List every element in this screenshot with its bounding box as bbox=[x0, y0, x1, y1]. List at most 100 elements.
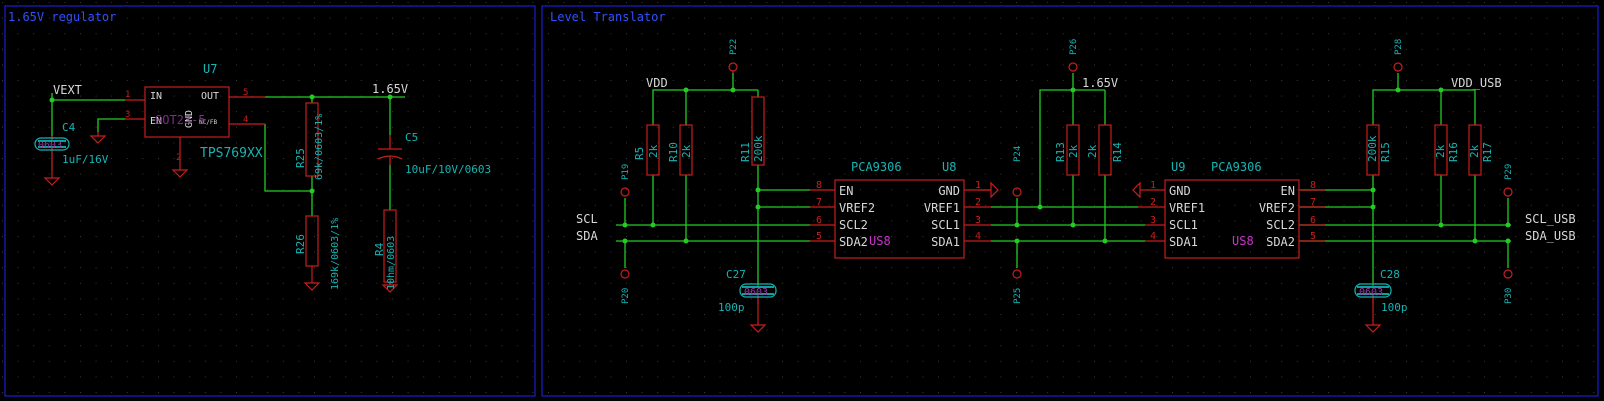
testpoint-p29[interactable]: P29 bbox=[1503, 164, 1514, 197]
r15-resistor[interactable]: 200k R15 bbox=[1366, 124, 1392, 176]
r4-ref: R4 bbox=[373, 242, 386, 256]
r15-value: 200k bbox=[1366, 135, 1379, 162]
testpoint-p25[interactable]: P25 bbox=[1012, 269, 1023, 304]
r25-value: 69k/0603/1% bbox=[314, 114, 325, 180]
testpoint-p20[interactable]: P20 bbox=[620, 269, 631, 304]
u8-ref: U8 bbox=[942, 160, 956, 174]
r26-ref: R26 bbox=[294, 234, 307, 254]
c4-capacitor[interactable]: 0603 C4 1uF/16V bbox=[34, 121, 109, 170]
r26-resistor[interactable]: R26 169k/0603/1% bbox=[294, 215, 341, 290]
wire-en bbox=[97, 118, 125, 132]
c28-capacitor[interactable]: 0603 C28 100p bbox=[1354, 268, 1408, 314]
r5-ref: R5 bbox=[633, 147, 646, 160]
r10-value: 2k bbox=[680, 144, 693, 158]
r4-value: 10hm/0603 bbox=[386, 236, 397, 290]
r26-value: 169k/0603/1% bbox=[330, 218, 341, 290]
net-vdd: VDD bbox=[646, 76, 668, 90]
u7-pin-num-4: 4 bbox=[243, 115, 248, 125]
r11-value: 200k bbox=[752, 135, 765, 162]
u9-pca9306[interactable]: U9 PCA9306 US8 GND VREF1 SCL1 SDA1 EN VR… bbox=[1138, 160, 1325, 259]
r11-resistor[interactable]: R11 200k bbox=[739, 96, 765, 166]
c27-value: 100p bbox=[718, 301, 745, 314]
u8-pin-sda1: SDA1 bbox=[931, 235, 960, 249]
p22-ref: P22 bbox=[729, 39, 739, 55]
c5-capacitor[interactable]: C5 10uF/10V/0603 bbox=[377, 131, 491, 176]
gnd-u9 bbox=[1132, 181, 1145, 199]
r17-resistor[interactable]: 2k R17 bbox=[1468, 124, 1494, 176]
p20-ref: P20 bbox=[621, 288, 631, 304]
net-sda: SDA bbox=[576, 229, 598, 243]
testpoint-p26[interactable]: P26 bbox=[1068, 39, 1079, 72]
u7-regulator[interactable]: U7 TPS769XX IN OUT EN NC/FB GND SOT23-5 … bbox=[125, 62, 265, 168]
wire-165-bus bbox=[1039, 89, 1105, 207]
r14-ref: R14 bbox=[1111, 142, 1124, 162]
u7-pin-gnd: GND bbox=[184, 110, 195, 128]
testpoint-p30[interactable]: P30 bbox=[1503, 269, 1514, 304]
u8-pin-num-5: 5 bbox=[816, 231, 822, 242]
u8-pin-num-4: 4 bbox=[975, 231, 981, 242]
c4-package: 0603 bbox=[38, 140, 62, 151]
u8-value: PCA9306 bbox=[851, 160, 902, 174]
u8-pin-num-8: 8 bbox=[816, 180, 822, 191]
net-vdd-usb: VDD_USB bbox=[1451, 76, 1502, 90]
testpoint-p19[interactable]: P19 bbox=[620, 164, 631, 197]
u8-unit: US8 bbox=[869, 234, 891, 248]
u8-pin-gnd: GND bbox=[938, 184, 960, 198]
r16-resistor[interactable]: 2k R16 bbox=[1434, 124, 1460, 176]
r14-resistor[interactable]: 2k R14 bbox=[1086, 124, 1124, 176]
gnd-c27 bbox=[749, 305, 767, 333]
r10-resistor[interactable]: R10 2k bbox=[667, 124, 693, 176]
u9-pin-num-2: 2 bbox=[1150, 197, 1156, 208]
wire-vdd-bus bbox=[652, 89, 758, 125]
r15-ref: R15 bbox=[1379, 142, 1392, 162]
r14-value: 2k bbox=[1086, 144, 1099, 158]
p29-ref: P29 bbox=[1504, 164, 1514, 180]
net-165v-trans: 1.65V bbox=[1082, 76, 1118, 90]
testpoint-p24[interactable]: P24 bbox=[1012, 146, 1023, 197]
translator-frame-title: Level Translator bbox=[550, 10, 666, 24]
testpoint-p22[interactable]: P22 bbox=[728, 39, 739, 73]
wire-fb bbox=[264, 124, 312, 192]
junctions bbox=[49, 87, 1511, 244]
u9-pin-vref2: VREF2 bbox=[1259, 201, 1295, 215]
r13-resistor[interactable]: R13 2k bbox=[1054, 124, 1080, 176]
translator-frame: Level Translator bbox=[541, 5, 1599, 397]
u8-pca9306[interactable]: PCA9306 U8 US8 EN VREF2 SCL2 SDA2 GND VR… bbox=[810, 160, 991, 259]
c27-package: 0603 bbox=[744, 287, 768, 298]
u7-ref: U7 bbox=[203, 62, 217, 76]
p25-ref: P25 bbox=[1013, 288, 1023, 304]
u8-pin-num-6: 6 bbox=[816, 215, 822, 226]
r25-ref: R25 bbox=[294, 148, 307, 168]
c5-value: 10uF/10V/0603 bbox=[405, 163, 491, 176]
u9-ref: U9 bbox=[1171, 160, 1185, 174]
r10-ref: R10 bbox=[667, 142, 680, 162]
r25-resistor[interactable]: R25 69k/0603/1% bbox=[294, 102, 325, 180]
r5-resistor[interactable]: R5 2k bbox=[633, 124, 660, 176]
net-scl: SCL bbox=[576, 212, 598, 226]
u7-pin-num-3: 3 bbox=[125, 110, 130, 120]
u7-pin-num-5: 5 bbox=[243, 88, 248, 98]
u9-pin-vref1: VREF1 bbox=[1169, 201, 1205, 215]
gnd-r26 bbox=[303, 266, 321, 291]
u9-pin-num-1: 1 bbox=[1150, 180, 1156, 191]
u9-pin-num-7: 7 bbox=[1310, 197, 1316, 208]
u7-pin-out: OUT bbox=[201, 91, 219, 102]
r13-value: 2k bbox=[1067, 144, 1080, 158]
u9-pin-scl2: SCL2 bbox=[1266, 218, 1295, 232]
u7-package: SOT23-5 bbox=[155, 113, 206, 127]
u9-pin-num-5: 5 bbox=[1310, 231, 1316, 242]
c5-ref: C5 bbox=[405, 131, 418, 144]
testpoint-p28[interactable]: P28 bbox=[1393, 39, 1404, 72]
r17-value: 2k bbox=[1468, 144, 1481, 158]
r4-resistor[interactable]: R4 10hm/0603 bbox=[373, 209, 397, 290]
r11-ref: R11 bbox=[739, 142, 752, 162]
u9-value: PCA9306 bbox=[1211, 160, 1262, 174]
u9-pin-sda2: SDA2 bbox=[1266, 235, 1295, 249]
gnd-c4 bbox=[43, 170, 61, 186]
wire-vext bbox=[51, 93, 125, 101]
r13-ref: R13 bbox=[1054, 142, 1067, 162]
c27-capacitor[interactable]: 0603 C27 100p bbox=[718, 268, 777, 314]
c28-ref: C28 bbox=[1380, 268, 1400, 281]
